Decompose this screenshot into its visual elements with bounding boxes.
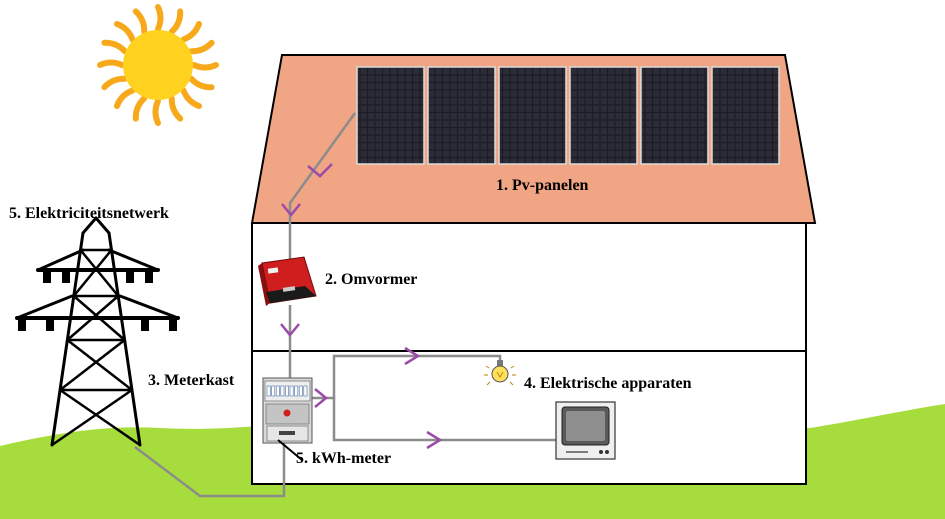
lower-floor: [251, 350, 807, 485]
arrow-down-2: [281, 203, 301, 217]
circuit-breakers: [266, 385, 308, 397]
pylon-strut: [66, 338, 134, 392]
sun-ray: [113, 20, 136, 43]
television-icon: [555, 401, 616, 460]
solar-panel-6: [711, 66, 780, 165]
insulator: [126, 272, 134, 283]
breaker: [289, 385, 294, 397]
pylon-strut: [107, 248, 160, 272]
sun-ray: [180, 20, 203, 43]
sun-ray: [155, 4, 164, 32]
breaker: [280, 385, 285, 397]
insulator: [43, 272, 51, 283]
pylon-strut: [94, 216, 111, 235]
insulator: [141, 320, 149, 331]
solar-panel-4: [569, 66, 638, 165]
inverter-icon: [258, 256, 317, 306]
pylon-strut: [36, 248, 85, 272]
pylon-strut: [15, 294, 74, 320]
sun-ray: [180, 87, 203, 110]
sun-ray: [101, 39, 128, 55]
sun-ray: [97, 59, 125, 68]
sun-ray: [168, 8, 184, 35]
sun-ray: [188, 39, 215, 55]
sun-ray: [132, 95, 148, 122]
pylon-strut: [58, 338, 126, 392]
breaker: [285, 385, 289, 397]
arrow-down-1: [307, 163, 333, 178]
arrow-right-2: [404, 346, 421, 366]
solar-panel-array: [356, 66, 780, 165]
pylon-strut: [79, 248, 120, 298]
sun-ray: [191, 62, 219, 71]
breaker: [266, 385, 271, 397]
pylon-strut: [58, 388, 142, 447]
label-kwh-meter: 5. kWh-meter: [296, 450, 392, 467]
arrow-right-1: [314, 388, 328, 408]
breaker: [303, 385, 308, 397]
breaker: [271, 385, 276, 397]
label-inverter: 2. Omvormer: [325, 271, 418, 288]
sun-ray: [132, 8, 148, 35]
sun-ray: [101, 75, 128, 91]
pylon-strut: [72, 248, 113, 298]
insulator: [145, 272, 153, 283]
insulator: [169, 320, 177, 331]
breaker: [294, 385, 299, 397]
cable-meter-to-appliances-bottom: [332, 398, 558, 442]
sun-ray: [188, 75, 215, 91]
flow-arrows: [280, 163, 443, 450]
label-meter-box: 3. Meterkast: [148, 372, 235, 389]
pylon-strut: [72, 294, 126, 342]
breaker: [298, 385, 303, 397]
sun-ray: [113, 87, 136, 110]
label-pv-panels: 1. Pv-panelen: [496, 177, 589, 194]
solar-panel-2: [427, 66, 496, 165]
solar-panel-1: [356, 66, 425, 165]
cable-meter-to-grid: [134, 443, 286, 498]
insulator: [18, 320, 26, 331]
pylon-strut: [50, 388, 134, 447]
sun-icon: [97, 4, 219, 126]
pylon-strut: [66, 294, 120, 342]
power-pylon-icon: [15, 216, 180, 447]
upper-floor: [251, 222, 807, 352]
cable-panels-to-inverter: [288, 112, 357, 263]
sun-disc: [123, 30, 193, 100]
insulator: [62, 272, 70, 283]
sun-ray: [152, 98, 161, 126]
insulator: [46, 320, 54, 331]
pylon-strut: [118, 294, 180, 320]
breaker: [275, 385, 280, 397]
solar-panel-5: [640, 66, 709, 165]
sun-ray: [168, 95, 184, 122]
light-bulb-icon: [484, 360, 516, 386]
pylon-strut: [81, 216, 98, 235]
label-appliances: 4. Elektrische apparaten: [524, 375, 692, 392]
arrow-down-3: [280, 323, 300, 337]
solar-panel-3: [498, 66, 567, 165]
label-grid: 5. Elektriciteitsnetwerk: [9, 205, 169, 222]
meter-box-icon: [262, 377, 313, 461]
arrow-right-3: [426, 430, 443, 450]
